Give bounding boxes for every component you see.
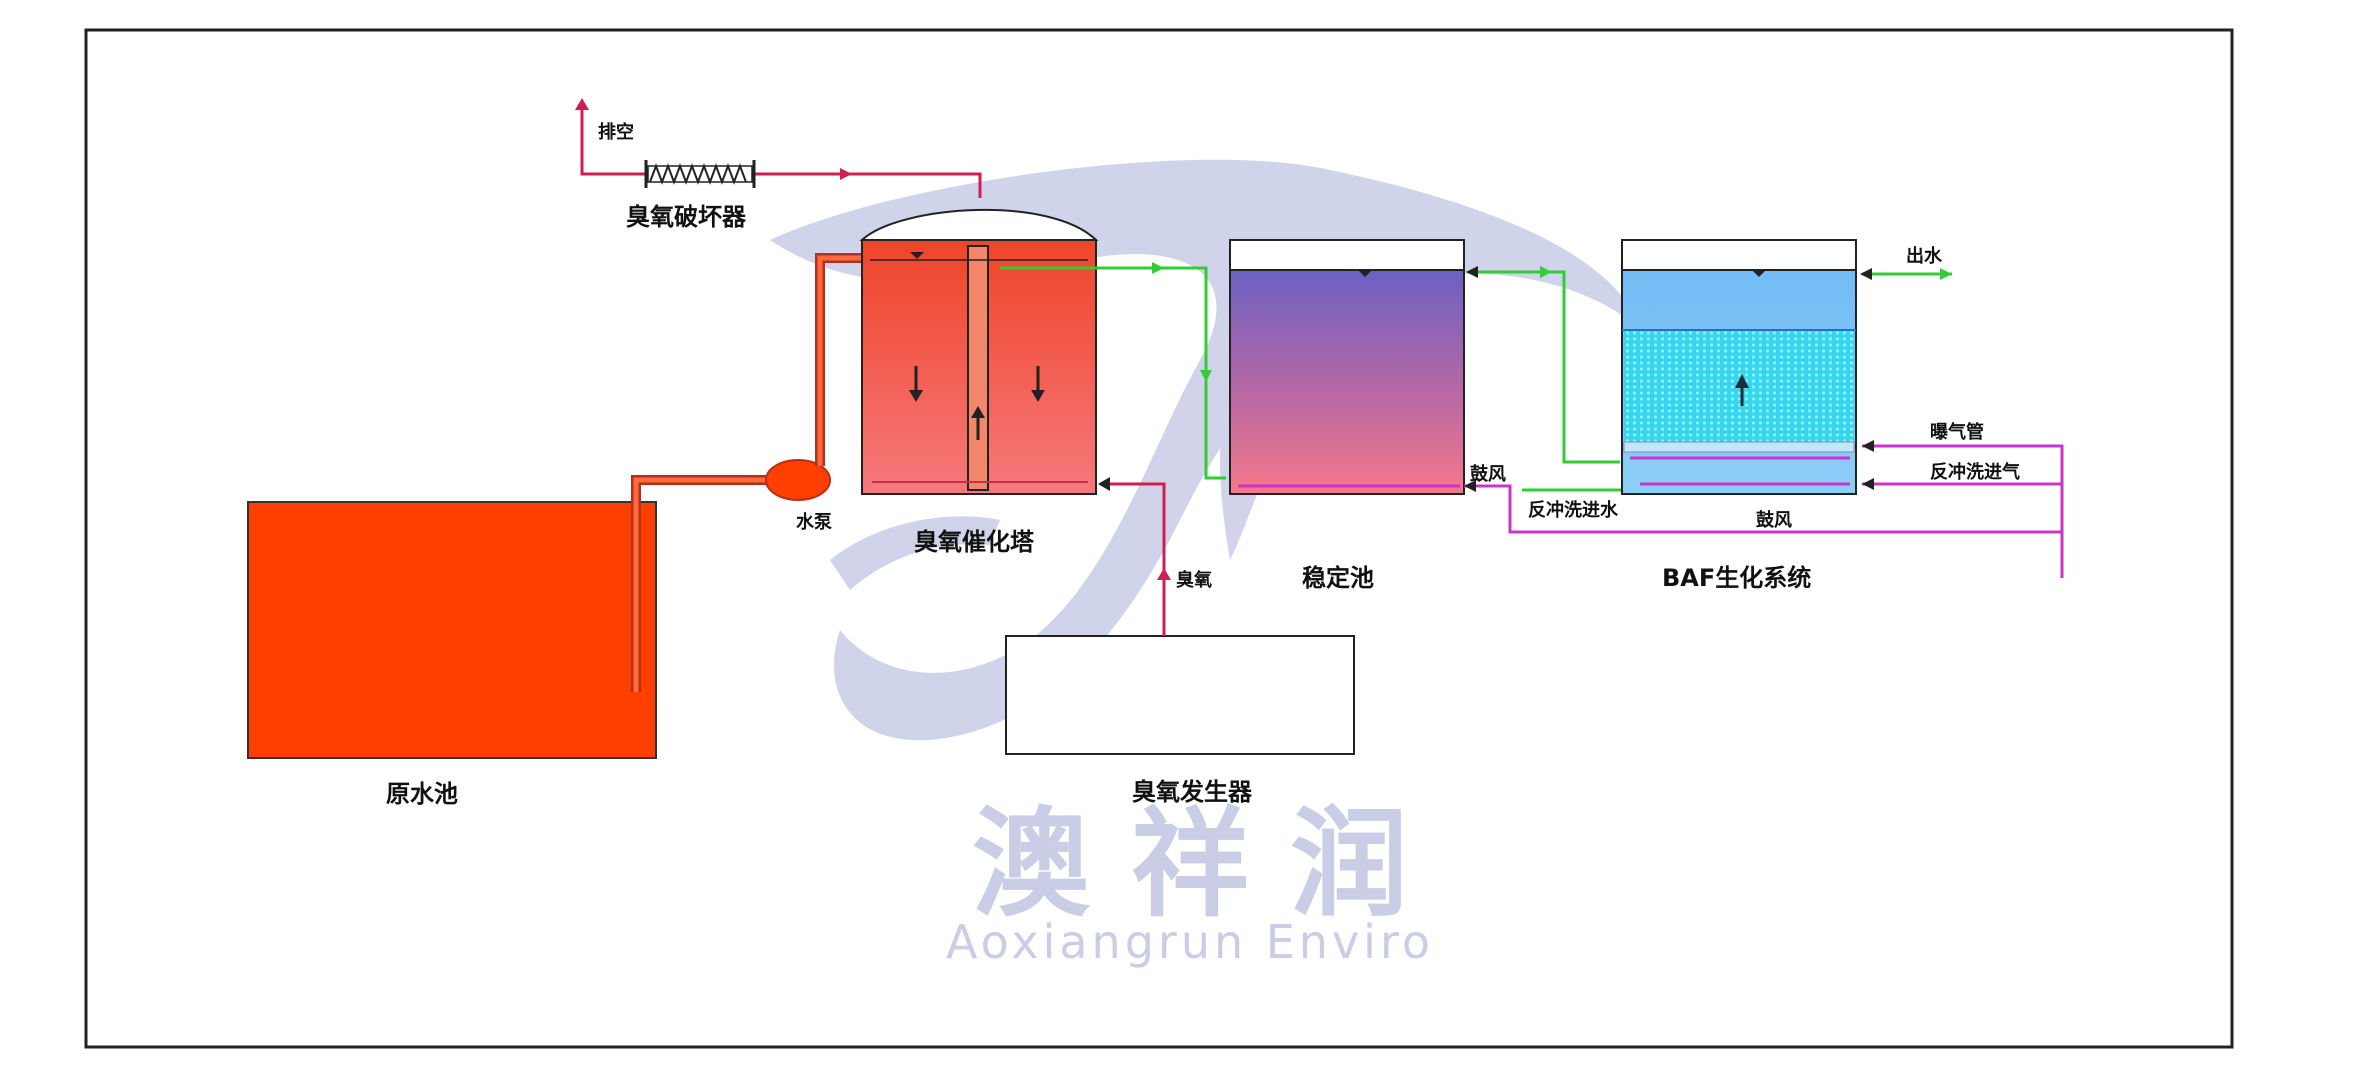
air-main-pipe	[1862, 444, 2064, 578]
label-backwash-air: 反冲洗进气	[1930, 461, 2020, 483]
tower-dome	[859, 208, 1099, 241]
label-ozone-catalytic-tower: 臭氧催化塔	[914, 528, 1035, 556]
tower-inner-tube	[967, 245, 989, 491]
label-blower-1: 鼓风	[1470, 463, 1506, 485]
label-ozone: 臭氧	[1176, 569, 1212, 591]
stabilization-tank	[1229, 239, 1465, 495]
label-water-pump: 水泵	[796, 511, 832, 533]
tower-down-arrow-left	[909, 366, 923, 402]
label-vent: 排空	[598, 121, 634, 143]
label-ozone-destructor: 臭氧破坏器	[626, 203, 747, 231]
vent-gas-pipe	[580, 102, 982, 198]
label-outlet-water: 出水	[1906, 245, 1943, 267]
tower-up-arrow	[971, 406, 985, 440]
label-stabilization-tank: 稳定池	[1302, 564, 1374, 592]
ozone-generator	[1005, 635, 1355, 755]
label-backwash-water: 反冲洗进水	[1528, 499, 1619, 521]
ozone-destructor-icon	[644, 160, 756, 188]
tower-down-arrow-right	[1031, 366, 1045, 402]
label-blower-2: 鼓风	[1756, 509, 1792, 531]
raw-water-tank	[247, 501, 657, 759]
label-ozone-generator: 臭氧发生器	[1132, 778, 1253, 806]
blower-pipe	[1464, 484, 2062, 534]
watermark-english: Aoxiangrun Enviro	[946, 915, 1434, 969]
water-pump-icon	[765, 459, 831, 501]
label-baf-system: BAF生化系统	[1662, 564, 1811, 592]
label-aeration-pipe: 曝气管	[1930, 421, 1984, 443]
watermark-chinese: 澳 祥 润	[972, 794, 1408, 933]
stab-to-baf-pipe	[1468, 270, 1620, 464]
ozone-feed-pipe	[1100, 482, 1166, 636]
label-raw-water-tank: 原水池	[386, 780, 458, 808]
baf-up-arrow	[1735, 374, 1749, 406]
